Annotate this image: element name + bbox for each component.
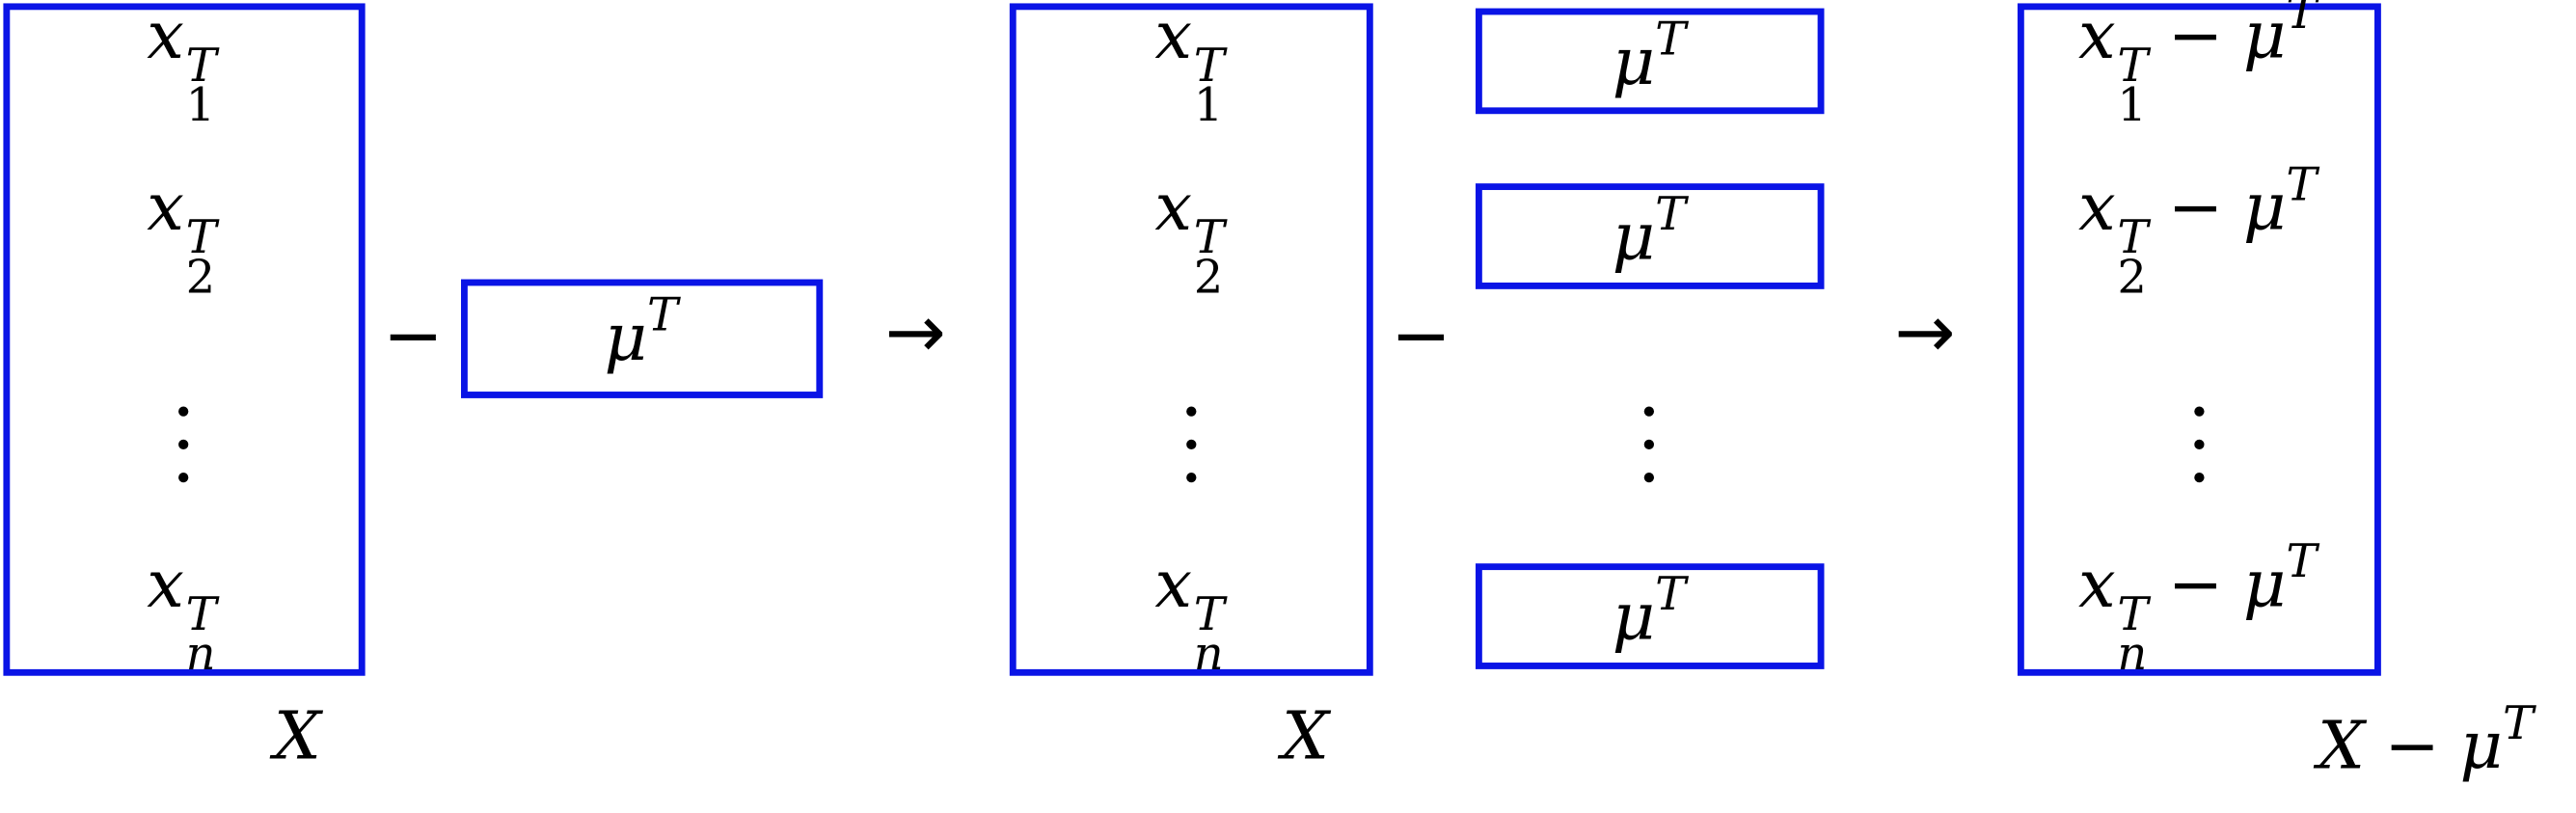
mu-symbol: μ bbox=[604, 300, 648, 377]
x-symbol: x bbox=[147, 547, 184, 623]
transpose-superscript: T bbox=[185, 209, 217, 265]
vertical-ellipsis-1 bbox=[178, 406, 189, 492]
transpose-superscript: T bbox=[2286, 533, 2318, 588]
mu-row-box-single bbox=[461, 279, 824, 398]
transpose-superscript: T bbox=[1193, 586, 1225, 641]
index-subscript: 2 bbox=[2117, 249, 2147, 305]
vertical-ellipsis-3 bbox=[1643, 406, 1655, 492]
index-subscript: 1 bbox=[185, 77, 216, 133]
mu-transpose-row-n: μT bbox=[1613, 571, 1687, 652]
mu-symbol: μ bbox=[2242, 170, 2287, 247]
x-symbol: x bbox=[2077, 0, 2116, 75]
mu-symbol: μ bbox=[1612, 24, 1656, 101]
minus-sign: − bbox=[2167, 0, 2224, 75]
transpose-superscript: T bbox=[1193, 38, 1225, 93]
label-x-2: X bbox=[1282, 698, 1329, 775]
minus-operator-2: − bbox=[1390, 293, 1452, 379]
minus-operator-1: − bbox=[382, 293, 444, 379]
transpose-superscript: T bbox=[2286, 156, 2318, 212]
x-symbol: x bbox=[147, 0, 184, 75]
x-symbol: x bbox=[147, 170, 184, 247]
mu-symbol: μ bbox=[1612, 200, 1656, 277]
transpose-superscript: T bbox=[1655, 11, 1687, 67]
arrow-1: → bbox=[884, 290, 946, 375]
transpose-superscript: T bbox=[1655, 186, 1687, 242]
x-symbol: x bbox=[1154, 170, 1193, 247]
result-matrix-box bbox=[2017, 3, 2381, 676]
x-symbol: x bbox=[2077, 547, 2116, 623]
mu-symbol: μ bbox=[1612, 580, 1656, 657]
transpose-superscript: T bbox=[185, 586, 217, 641]
vertical-ellipsis-2 bbox=[1186, 406, 1197, 492]
index-subscript: 2 bbox=[185, 249, 216, 305]
index-subscript: n bbox=[2117, 626, 2148, 681]
transpose-superscript: T bbox=[2117, 38, 2149, 93]
x-symbol: x bbox=[2077, 170, 2116, 247]
mu-row-box-1 bbox=[1475, 8, 1825, 115]
transpose-superscript: T bbox=[2117, 209, 2149, 265]
mu-symbol: μ bbox=[2242, 547, 2287, 623]
result-label: X−μT bbox=[2318, 695, 2535, 785]
matrix-x-box-1 bbox=[3, 3, 366, 676]
arrow-2: → bbox=[1894, 290, 1956, 375]
index-subscript: 2 bbox=[1193, 249, 1224, 305]
transpose-superscript: T bbox=[2117, 586, 2149, 641]
index-subscript: 1 bbox=[2117, 77, 2147, 133]
mu-row-box-2 bbox=[1475, 183, 1825, 289]
minus-sign: − bbox=[2167, 170, 2224, 247]
x-symbol: x bbox=[1154, 547, 1193, 623]
transpose-superscript: T bbox=[185, 38, 217, 93]
mu-transpose-single: μT bbox=[604, 291, 678, 372]
mu-transpose-row-1: μT bbox=[1613, 15, 1687, 95]
transpose-superscript: T bbox=[1193, 209, 1225, 265]
index-subscript: n bbox=[1193, 626, 1224, 681]
matrix-x-box-2 bbox=[1009, 3, 1373, 676]
x-symbol: x bbox=[1154, 0, 1193, 75]
vertical-ellipsis-4 bbox=[2194, 406, 2205, 492]
label-x-1: X bbox=[273, 698, 321, 775]
index-subscript: n bbox=[185, 626, 216, 681]
index-subscript: 1 bbox=[1193, 77, 1224, 133]
mu-row-box-n bbox=[1475, 563, 1825, 669]
transpose-superscript: T bbox=[647, 287, 679, 342]
transpose-superscript: T bbox=[2286, 0, 2318, 41]
transpose-superscript: T bbox=[1655, 566, 1687, 622]
mu-transpose-row-2: μT bbox=[1613, 191, 1687, 271]
mu-symbol: μ bbox=[2242, 0, 2287, 75]
minus-sign: − bbox=[2167, 547, 2224, 623]
